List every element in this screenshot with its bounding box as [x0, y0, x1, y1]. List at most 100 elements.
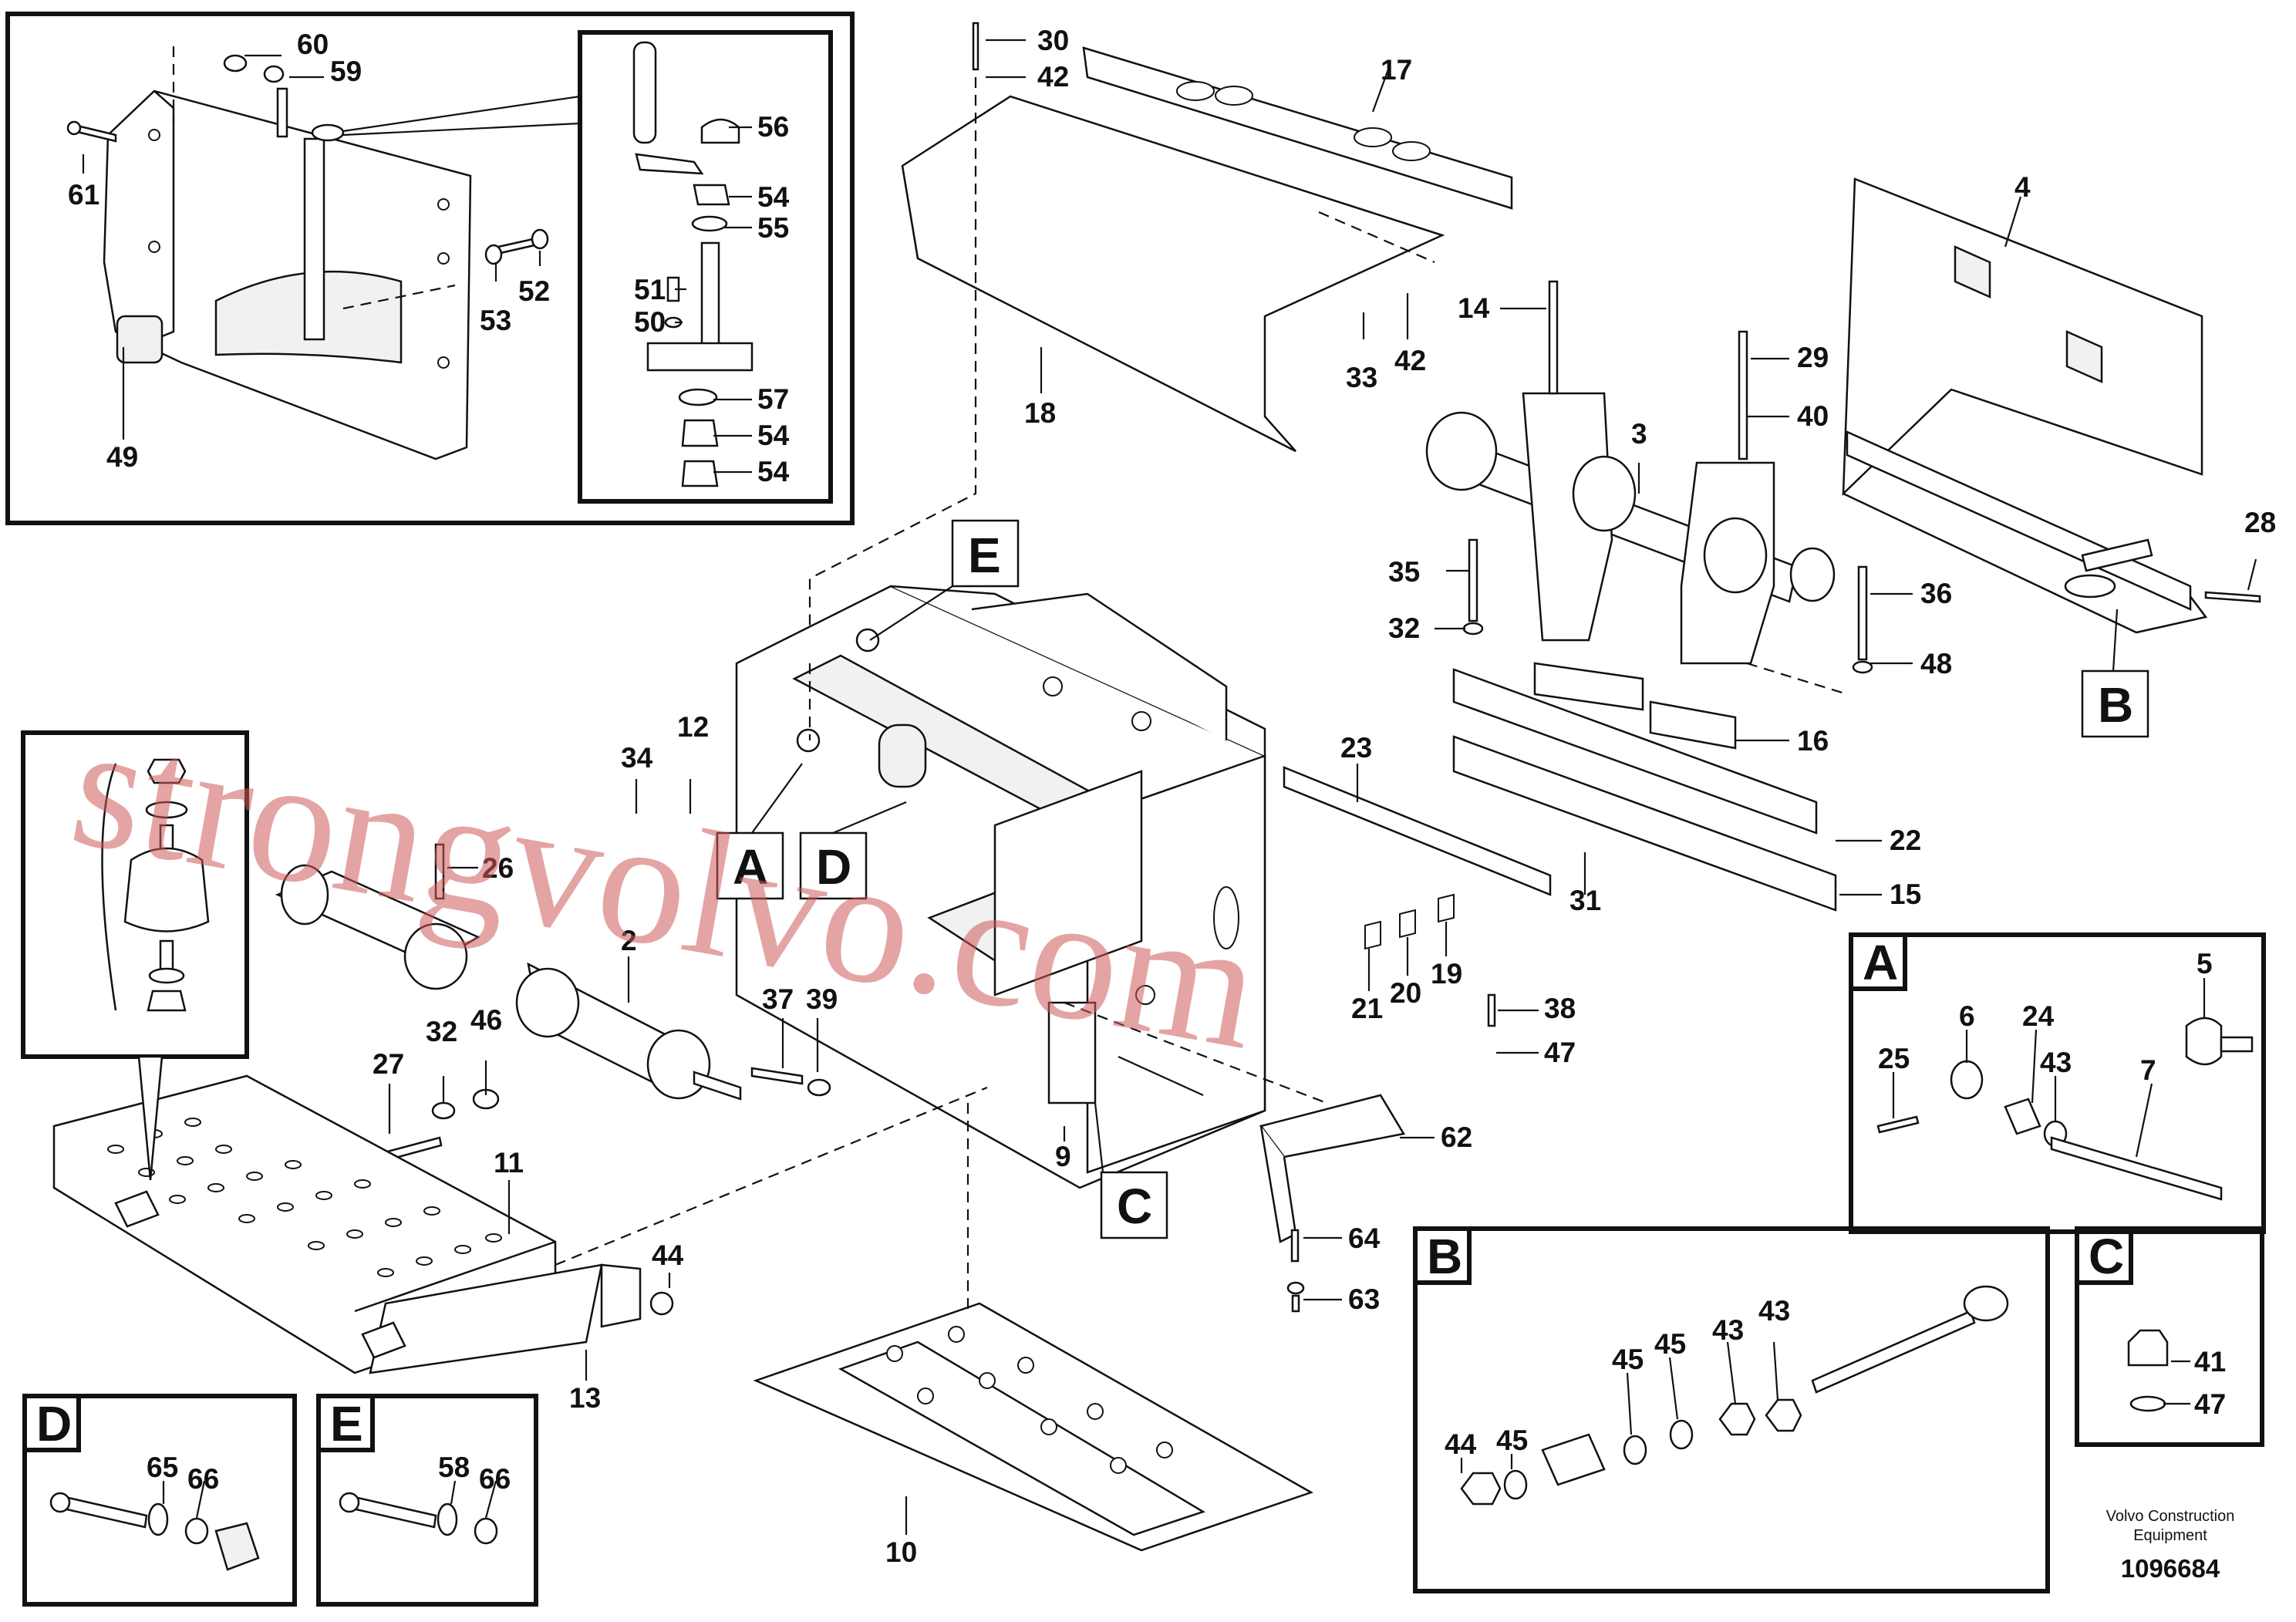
callout-b-45a: 45 — [1612, 1344, 1644, 1375]
view-marker-a: A — [733, 839, 768, 895]
detail-box-e-letter: E — [330, 1396, 363, 1452]
callout-59: 59 — [330, 56, 362, 87]
footer: Volvo Construction Equipment 1096684 — [2106, 1508, 2235, 1583]
callout-32b: 32 — [426, 1016, 457, 1047]
callout-20: 20 — [1390, 977, 1421, 1009]
callout-62: 62 — [1441, 1121, 1472, 1153]
company-line-2: Equipment — [2133, 1527, 2207, 1544]
callout-b-45c: 45 — [1496, 1425, 1528, 1456]
callout-a-5: 5 — [2197, 948, 2213, 980]
callout-b-43b: 43 — [1758, 1295, 1790, 1327]
view-marker-letters: E A D C B A B C D E — [36, 528, 2133, 1452]
callout-37: 37 — [762, 983, 794, 1015]
callout-3: 3 — [1631, 418, 1647, 450]
callout-63: 63 — [1348, 1283, 1380, 1315]
detail-box-a — [1849, 932, 2266, 1234]
detail-box-b-letter: B — [1427, 1229, 1462, 1284]
detail-box-b — [1413, 1226, 2050, 1593]
callout-54a: 54 — [757, 181, 790, 213]
view-markers — [716, 519, 2149, 1239]
main-frame — [735, 585, 1266, 1189]
callout-64: 64 — [1348, 1222, 1381, 1254]
callout-52: 52 — [518, 275, 550, 307]
callout-4: 4 — [2014, 171, 2031, 203]
shaft-assembly — [1283, 280, 1873, 912]
detail-box-e — [316, 1394, 538, 1607]
isolator-detail-panel — [21, 730, 249, 1181]
callout-a-7: 7 — [2140, 1054, 2156, 1086]
callout-48: 48 — [1920, 648, 1952, 679]
callout-labels: 60 59 61 56 54 55 51 50 57 54 54 53 52 4… — [68, 25, 2276, 1568]
callout-36: 36 — [1920, 578, 1952, 609]
callout-44a: 44 — [652, 1239, 684, 1271]
view-marker-c: C — [1117, 1179, 1152, 1234]
callout-e-58: 58 — [438, 1452, 470, 1483]
callout-54b: 54 — [757, 420, 790, 451]
callout-12: 12 — [677, 711, 709, 743]
callout-10: 10 — [885, 1536, 917, 1568]
view-marker-d: D — [816, 839, 851, 895]
side-cover — [1842, 177, 2261, 634]
callout-51: 51 — [634, 274, 666, 305]
detail-box-c-letter: C — [2089, 1229, 2124, 1284]
small-bracket — [1064, 893, 1496, 1313]
callout-38: 38 — [1544, 993, 1576, 1024]
callout-40: 40 — [1797, 400, 1829, 432]
callout-57: 57 — [757, 383, 789, 415]
detail-box-a-letter: A — [1863, 935, 1898, 990]
callout-32a: 32 — [1388, 612, 1420, 644]
callout-61: 61 — [68, 179, 99, 211]
callout-a-24: 24 — [2022, 1000, 2055, 1032]
callout-22: 22 — [1890, 824, 1921, 856]
callout-a-43: 43 — [2040, 1047, 2072, 1078]
cover-plate-assembly — [808, 22, 1513, 663]
callout-b-44: 44 — [1445, 1428, 1477, 1460]
detail-box-c — [2075, 1226, 2264, 1447]
callout-21: 21 — [1351, 993, 1383, 1024]
detail-box-d — [22, 1394, 297, 1607]
callout-47a: 47 — [1544, 1037, 1576, 1068]
callout-55: 55 — [757, 212, 789, 244]
callout-42a: 42 — [1037, 61, 1069, 93]
callout-39: 39 — [806, 983, 838, 1015]
callout-31: 31 — [1569, 885, 1601, 916]
callout-c-47: 47 — [2194, 1388, 2226, 1420]
callout-b-45b: 45 — [1654, 1328, 1686, 1360]
callout-30: 30 — [1037, 25, 1069, 56]
step-holes — [107, 1118, 502, 1277]
bracket-detail-panel — [5, 12, 855, 525]
view-marker-e: E — [968, 528, 1001, 583]
drive-shaft-assembly — [275, 843, 831, 1162]
callout-28: 28 — [2244, 507, 2276, 538]
callout-e-66: 66 — [479, 1463, 511, 1495]
callout-46: 46 — [470, 1004, 502, 1036]
callout-42b: 42 — [1394, 345, 1426, 376]
callout-23: 23 — [1340, 732, 1372, 764]
callout-33: 33 — [1346, 362, 1377, 393]
callout-54c: 54 — [757, 456, 790, 487]
callout-18: 18 — [1024, 397, 1056, 429]
callout-2: 2 — [621, 925, 637, 956]
callout-a-6: 6 — [1959, 1000, 1975, 1032]
callout-19: 19 — [1431, 958, 1462, 990]
callout-17: 17 — [1381, 54, 1412, 86]
detail-box-d-letter: D — [36, 1396, 72, 1452]
callout-9: 9 — [1055, 1141, 1071, 1172]
callout-49: 49 — [106, 441, 138, 473]
view-marker-b: B — [2098, 677, 2133, 733]
base-plate — [753, 1103, 1314, 1552]
callout-50: 50 — [634, 306, 666, 338]
document-number: 1096684 — [2121, 1554, 2220, 1583]
callout-26: 26 — [482, 852, 514, 884]
callout-27: 27 — [373, 1048, 404, 1080]
company-line-1: Volvo Construction — [2106, 1508, 2235, 1525]
callout-14: 14 — [1458, 292, 1490, 324]
callout-34: 34 — [621, 742, 653, 774]
callout-13: 13 — [569, 1382, 601, 1414]
callout-53: 53 — [480, 305, 511, 336]
callout-11: 11 — [494, 1147, 524, 1179]
callout-16: 16 — [1797, 725, 1829, 757]
callout-56: 56 — [757, 111, 789, 143]
callout-d-66: 66 — [187, 1463, 219, 1495]
callout-c-41: 41 — [2194, 1346, 2226, 1378]
